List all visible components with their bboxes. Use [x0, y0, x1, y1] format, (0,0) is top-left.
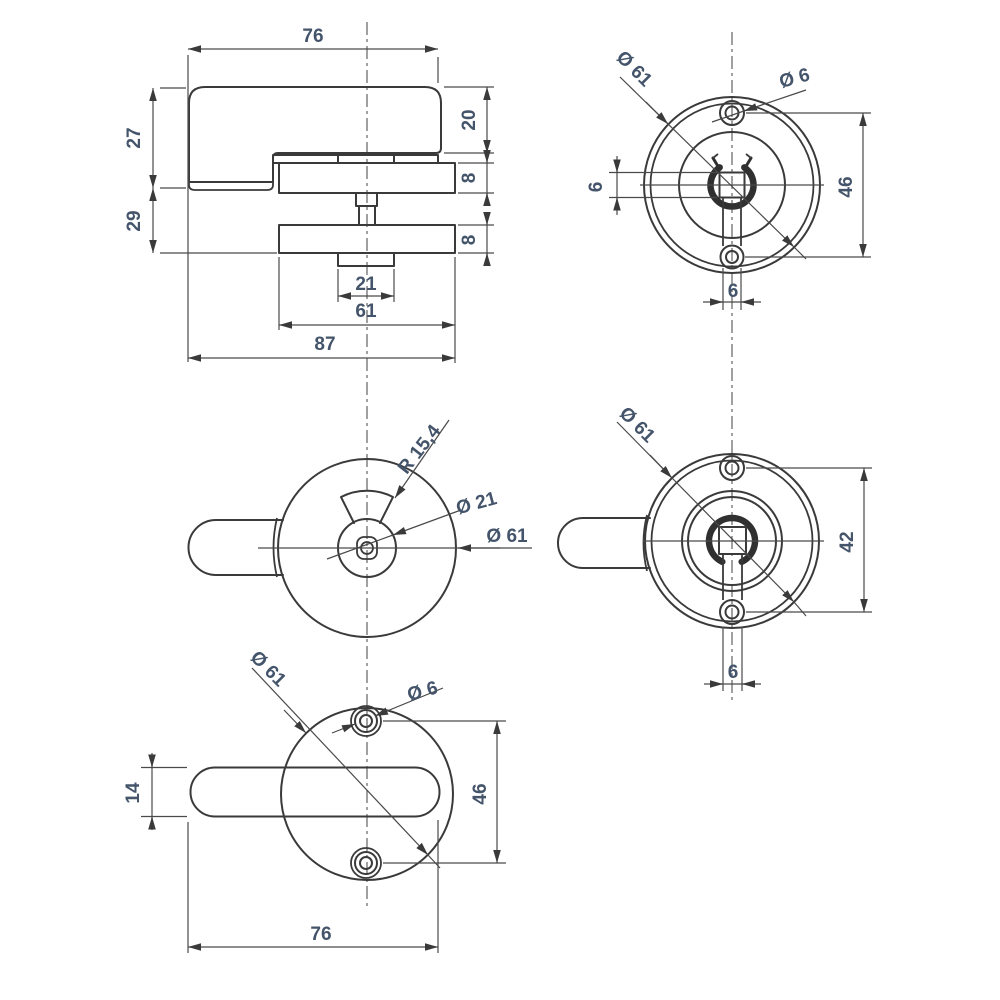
- thumbturn-back-view: Ø 61 42 6: [557, 403, 872, 691]
- dim-label-knob-depth: 20: [459, 109, 480, 130]
- turn-knob: [187, 519, 284, 576]
- clip-tab-left: [711, 156, 721, 170]
- knob-neck-seam: [642, 514, 648, 572]
- dim-label-screw-diameter: Ø 6: [777, 65, 812, 93]
- screw-hole-bottom: [350, 847, 382, 879]
- dim-label-height-upper: 27: [124, 127, 145, 148]
- dim-label-outer-diameter: Ø 61: [615, 403, 659, 447]
- outer-circle: [280, 707, 454, 881]
- leader-outer-diameter: Ø 61: [612, 47, 807, 260]
- leader-outer-diameter: Ø 61: [246, 647, 441, 869]
- dim-knob-depth: 20: [444, 86, 494, 154]
- dim-label-lever-width: 14: [123, 782, 144, 804]
- dim-label-screw-spacing: 46: [470, 783, 491, 804]
- dim-rose-front-thickness: 8: [458, 150, 494, 206]
- screw-hole-bottom: [719, 599, 745, 625]
- clip-tab-right: [743, 156, 753, 170]
- clip-curl-left: [712, 153, 719, 159]
- dim-overall-depth: 87: [188, 334, 455, 362]
- dim-lever-width: 14: [123, 753, 187, 830]
- clip-ring: [707, 164, 757, 210]
- clip-curl-right: [745, 153, 752, 159]
- turn-stop-fan: [340, 489, 394, 524]
- dim-label-lever-length: 76: [310, 924, 331, 945]
- centerlines: [366, 22, 733, 908]
- dim-label-turn-radius: R 15,4: [394, 421, 445, 478]
- dim-height-lower: 29: [124, 188, 277, 254]
- knob-bottom-lip: [188, 182, 274, 191]
- clip-ring: [705, 514, 759, 566]
- dim-label-square-height: 6: [586, 182, 607, 193]
- leader-screw-diameter: Ø 6: [331, 678, 444, 734]
- dim-label-outer-diameter: Ø 61: [612, 47, 656, 91]
- lever-handle: [189, 766, 441, 818]
- front-rose-view: Ø 61 Ø 6 46 6 6: [586, 47, 871, 310]
- dim-label-width-top: 76: [302, 26, 323, 47]
- leader-turn-radius: R 15,4: [394, 419, 450, 499]
- dim-width-top: 76: [187, 26, 439, 362]
- dim-label-rose-diameter: 61: [355, 301, 377, 322]
- knob-outline: [188, 86, 442, 183]
- lever-back-view: Ø 61 Ø 6 14 46 76: [123, 647, 506, 953]
- dim-label-height-lower: 29: [124, 210, 145, 231]
- dim-label-outer-diameter: Ø 61: [486, 526, 528, 547]
- dim-square-width: 6: [703, 268, 761, 310]
- dim-square-height: 6: [586, 156, 717, 215]
- dim-label-square-width: 6: [728, 281, 739, 302]
- leader-outer-diameter: Ø 61: [615, 403, 807, 617]
- screw-hole-top: [719, 455, 745, 481]
- dim-label-rose-front-thickness: 8: [459, 173, 480, 184]
- dim-label-rose-back-thickness: 8: [459, 235, 480, 246]
- screw-hole-top: [350, 705, 382, 737]
- dim-label-square-width: 6: [728, 662, 739, 683]
- dim-rose-diameter: 61: [278, 257, 456, 363]
- dim-label-screw-spacing: 42: [837, 531, 858, 552]
- dim-height-upper: 27: [124, 87, 186, 189]
- rose-flange: [272, 154, 439, 164]
- dim-rose-back-thickness: 8: [458, 212, 494, 266]
- turn-knob-stub: [557, 517, 651, 569]
- dim-label-boss-width: 21: [355, 274, 377, 295]
- dim-boss-width: 21: [337, 269, 395, 302]
- dim-label-screw-diameter: Ø 6: [405, 678, 440, 706]
- turn-knob-side: [337, 252, 395, 267]
- thumbturn-front-view: R 15,4 Ø 21 Ø 61: [187, 419, 532, 638]
- dim-screw-spacing: 46: [383, 720, 506, 864]
- dim-label-screw-spacing: 46: [836, 176, 857, 197]
- leader-outer-diameter: Ø 61: [458, 526, 528, 552]
- dim-square-width: 6: [704, 627, 761, 691]
- dim-label-hub-diameter: Ø 21: [454, 488, 500, 519]
- dim-screw-spacing: 42: [746, 467, 872, 613]
- side-view: 76 27 29 20 8: [124, 26, 494, 363]
- screw-hole-bottom: [719, 244, 745, 270]
- dim-label-overall-depth: 87: [314, 334, 335, 355]
- dim-lever-length: 76: [187, 820, 439, 953]
- dim-screw-spacing: 46: [745, 112, 871, 258]
